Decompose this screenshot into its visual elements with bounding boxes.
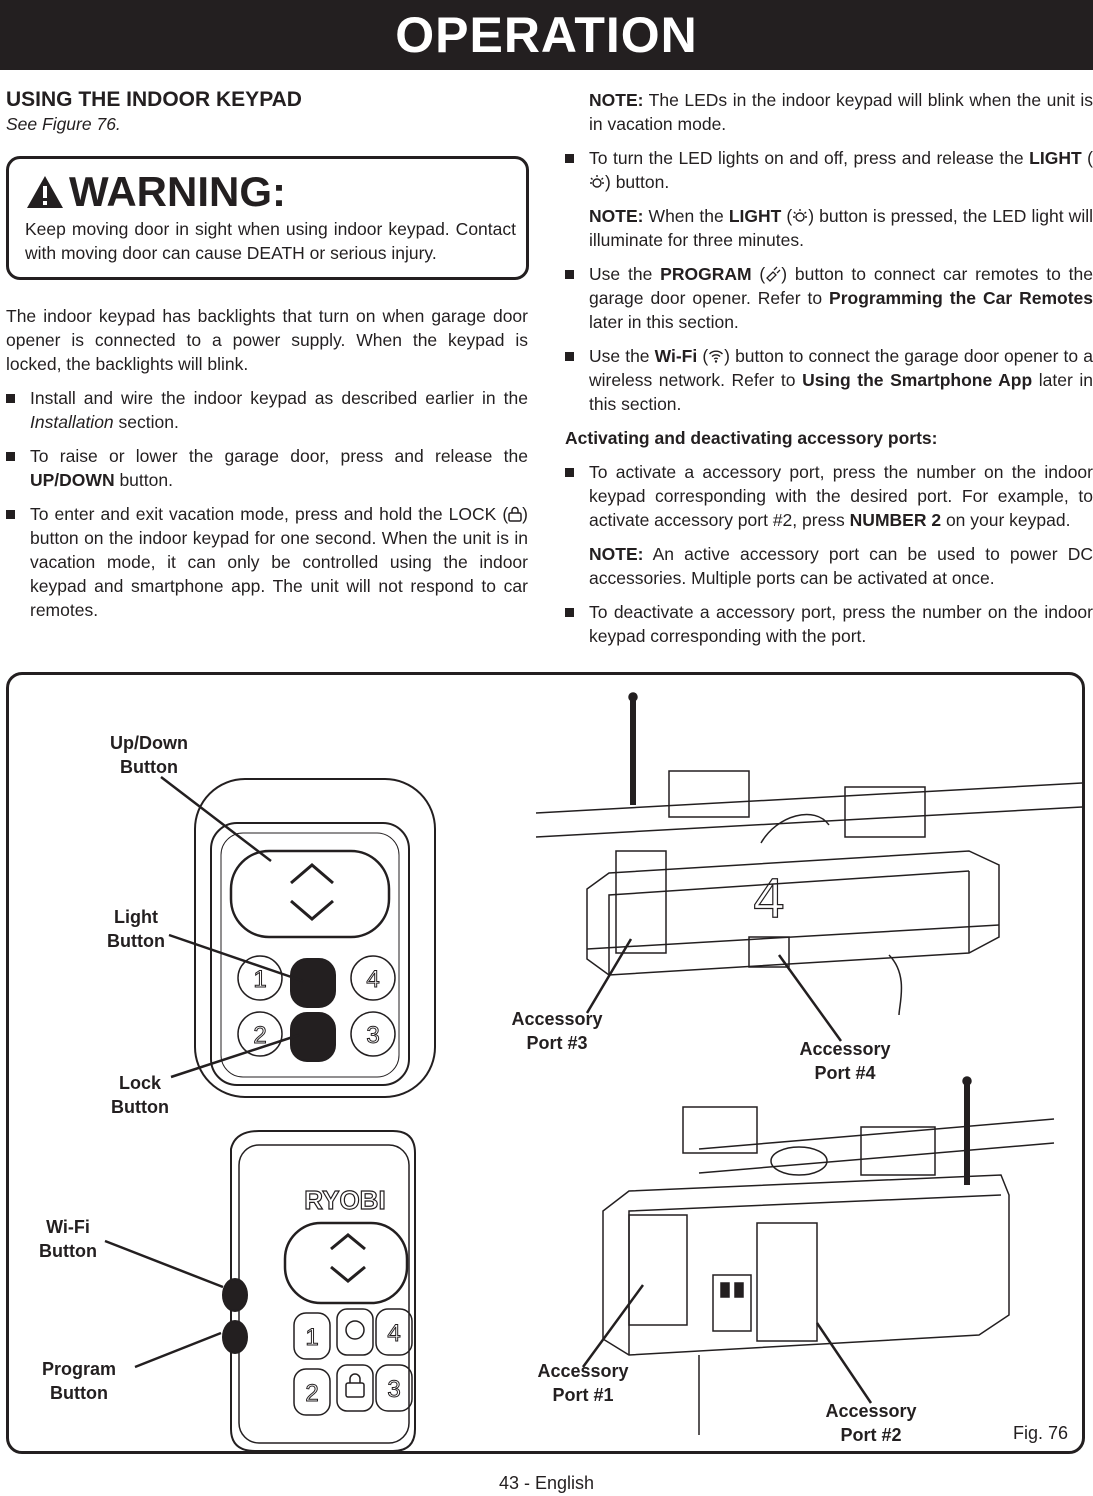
- warning-title: WARNING:: [69, 168, 286, 215]
- page-footer: 43 - English: [498, 1473, 595, 1493]
- callout-accessory-port-1: Accessory Port #1: [537, 1361, 629, 1405]
- light-icon: [590, 175, 604, 188]
- header-title: OPERATION: [395, 7, 698, 63]
- callout-program-button: Program Button: [41, 1359, 117, 1403]
- intro-paragraph: The indoor keypad has backlights that tu…: [6, 306, 528, 374]
- opener-unit-upper: [535, 692, 1082, 1016]
- left-bullet-list: Install and wire the indoor keypad as de…: [6, 386, 528, 622]
- callout-up-down-button: Up/Down Button: [110, 733, 188, 777]
- figure-label: Fig. 76: [1013, 1423, 1069, 1443]
- indoor-keypad-bottom: [222, 1130, 416, 1451]
- callout-accessory-port-2: Accessory Port #2: [825, 1401, 917, 1445]
- keypad-top-digit-1: 1: [253, 966, 266, 993]
- leader-lines: [104, 776, 873, 1404]
- callout-lock-button: Lock Button: [111, 1073, 169, 1117]
- bullet-activate-port: To activate a accessory port, press the …: [565, 460, 1093, 532]
- opener-unit-lower: [602, 1076, 1055, 1435]
- bullet-vacation-mode: To enter and exit vacation mode, press a…: [6, 502, 528, 622]
- left-column: USING THE INDOOR KEYPAD See Figure 76. W…: [6, 88, 529, 632]
- callout-wifi-button: Wi-Fi Button: [39, 1217, 97, 1261]
- accessory-ports-subhead: Activating and deactivating accessory po…: [565, 428, 938, 448]
- figure-76: 1 4 2 3 RYOBI 1 4 2 3 4 Up/Down Button L…: [6, 672, 1085, 1454]
- bullet-program: Use the PROGRAM () button to connect car…: [565, 262, 1093, 334]
- unit-side-digit: 4: [753, 866, 784, 929]
- bullet-install: Install and wire the indoor keypad as de…: [6, 386, 528, 434]
- keypad-bottom-digit-1: 1: [305, 1324, 318, 1351]
- keypad-brand-logo: RYOBI: [304, 1185, 385, 1215]
- callout-accessory-port-3: Accessory Port #3: [511, 1009, 603, 1053]
- note-vacation-led: NOTE: The LEDs in the indoor keypad will…: [589, 90, 1093, 134]
- note-active-port: NOTE: An active accessory port can be us…: [589, 544, 1093, 588]
- keypad-top-digit-2: 2: [253, 1022, 266, 1049]
- right-bullet-list-4: To deactivate a accessory port, press th…: [565, 600, 1093, 648]
- lock-icon: [508, 506, 522, 522]
- right-bullet-list-3: To activate a accessory port, press the …: [565, 460, 1093, 532]
- program-icon: [766, 266, 781, 282]
- right-bullet-list-1: To turn the LED lights on and off, press…: [565, 146, 1093, 194]
- page-header: OPERATION: [0, 0, 1093, 70]
- keypad-top-digit-3: 3: [366, 1022, 379, 1049]
- keypad-top-digit-4: 4: [366, 966, 379, 993]
- wifi-icon: [709, 350, 724, 363]
- note-light: NOTE: When the LIGHT () button is presse…: [589, 206, 1093, 250]
- warning-triangle-icon: [27, 176, 63, 208]
- indoor-keypad-top: [194, 778, 436, 1098]
- callout-light-button: Light Button: [107, 907, 165, 951]
- section-title: USING THE INDOOR KEYPAD: [6, 88, 302, 111]
- keypad-bottom-digit-4: 4: [387, 1320, 400, 1347]
- right-column: NOTE: The LEDs in the indoor keypad will…: [565, 88, 1093, 658]
- bullet-up-down: To raise or lower the garage door, press…: [6, 444, 528, 492]
- bullet-light: To turn the LED lights on and off, press…: [565, 146, 1093, 194]
- keypad-bottom-digit-2: 2: [305, 1380, 318, 1407]
- see-figure-ref: See Figure 76.: [6, 114, 121, 134]
- bullet-wifi: Use the Wi-Fi () button to connect the g…: [565, 344, 1093, 416]
- warning-text: Keep moving door in sight when using ind…: [25, 219, 516, 263]
- right-bullet-list-2: Use the PROGRAM () button to connect car…: [565, 262, 1093, 416]
- callout-accessory-port-4: Accessory Port #4: [799, 1039, 891, 1083]
- warning-box: WARNING: Keep moving door in sight when …: [6, 156, 529, 280]
- keypad-bottom-digit-3: 3: [387, 1376, 400, 1403]
- bullet-deactivate-port: To deactivate a accessory port, press th…: [565, 600, 1093, 648]
- figure-illustration: 1 4 2 3 RYOBI 1 4 2 3 4: [104, 692, 1082, 1451]
- light-icon: [793, 209, 808, 222]
- warning-heading: WARNING:: [25, 167, 516, 217]
